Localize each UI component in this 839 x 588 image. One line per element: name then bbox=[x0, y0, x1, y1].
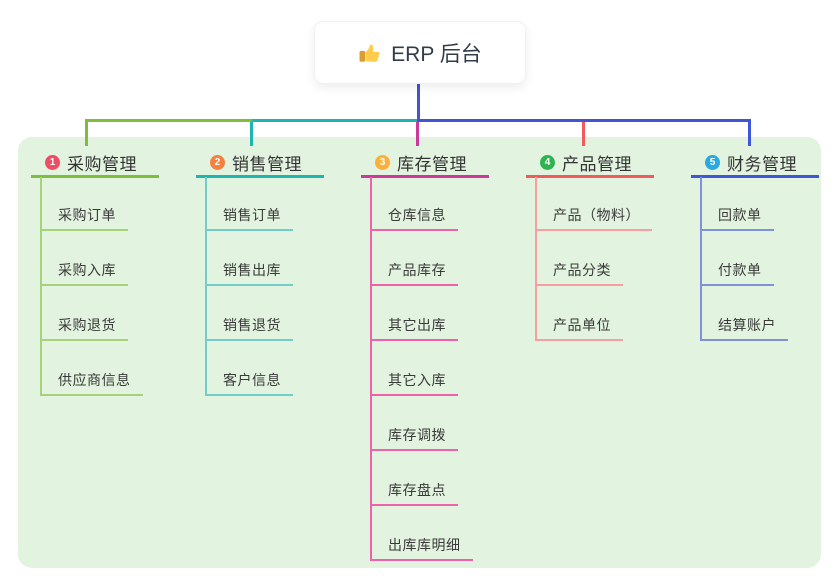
bus-line-teal bbox=[252, 119, 418, 122]
branch-node-inventory[interactable]: 3 库存管理 bbox=[361, 150, 489, 178]
branch-node-purchase[interactable]: 1 采购管理 bbox=[31, 150, 159, 178]
branch2-children-line bbox=[205, 177, 207, 396]
branch1-number-badge: 1 bbox=[45, 155, 60, 170]
thumbs-up-icon bbox=[358, 41, 381, 64]
child-node[interactable]: 结算账户 bbox=[700, 314, 788, 341]
branch3-drop-line bbox=[416, 119, 419, 146]
branch2-label: 销售管理 bbox=[232, 155, 302, 174]
child-node[interactable]: 库存调拨 bbox=[370, 424, 458, 451]
child-node[interactable]: 产品库存 bbox=[370, 259, 458, 286]
branch3-label: 库存管理 bbox=[397, 155, 467, 174]
child-node[interactable]: 出库库明细 bbox=[370, 534, 473, 561]
branch1-drop-line bbox=[85, 119, 88, 146]
branch-node-sales[interactable]: 2 销售管理 bbox=[196, 150, 324, 178]
branch5-children-line bbox=[700, 177, 702, 341]
branch4-number-badge: 4 bbox=[540, 155, 555, 170]
branch3-number-badge: 3 bbox=[375, 155, 390, 170]
root-connector-line bbox=[417, 82, 420, 119]
child-node[interactable]: 客户信息 bbox=[205, 369, 293, 396]
child-node[interactable]: 其它入库 bbox=[370, 369, 458, 396]
branch2-drop-line bbox=[250, 119, 253, 146]
branch4-label: 产品管理 bbox=[562, 155, 632, 174]
child-node[interactable]: 产品分类 bbox=[535, 259, 623, 286]
child-node[interactable]: 库存盘点 bbox=[370, 479, 458, 506]
child-node[interactable]: 销售出库 bbox=[205, 259, 293, 286]
child-node[interactable]: 付款单 bbox=[700, 259, 774, 286]
child-node[interactable]: 回款单 bbox=[700, 204, 774, 231]
branch5-label: 财务管理 bbox=[727, 155, 797, 174]
child-node[interactable]: 其它出库 bbox=[370, 314, 458, 341]
child-node[interactable]: 采购入库 bbox=[40, 259, 128, 286]
branch5-drop-line bbox=[748, 119, 751, 146]
bus-line-green bbox=[85, 119, 253, 122]
branch1-children-line bbox=[40, 177, 42, 396]
child-node[interactable]: 产品（物料） bbox=[535, 204, 652, 231]
child-node[interactable]: 供应商信息 bbox=[40, 369, 143, 396]
child-node[interactable]: 销售订单 bbox=[205, 204, 293, 231]
child-node[interactable]: 销售退货 bbox=[205, 314, 293, 341]
child-node[interactable]: 产品单位 bbox=[535, 314, 623, 341]
root-node[interactable]: ERP 后台 bbox=[314, 21, 526, 84]
branches-panel-background bbox=[18, 137, 821, 568]
child-node[interactable]: 仓库信息 bbox=[370, 204, 458, 231]
child-node[interactable]: 采购退货 bbox=[40, 314, 128, 341]
child-node[interactable]: 采购订单 bbox=[40, 204, 128, 231]
branch-node-product[interactable]: 4 产品管理 bbox=[526, 150, 654, 178]
branch-node-finance[interactable]: 5 财务管理 bbox=[691, 150, 819, 178]
branch5-number-badge: 5 bbox=[705, 155, 720, 170]
bus-line-blue bbox=[417, 119, 751, 122]
root-title: ERP 后台 bbox=[391, 42, 482, 66]
branch2-number-badge: 2 bbox=[210, 155, 225, 170]
branch3-children-line bbox=[370, 177, 372, 561]
branch4-drop-line bbox=[582, 119, 585, 146]
branch4-children-line bbox=[535, 177, 537, 341]
branch1-label: 采购管理 bbox=[67, 155, 137, 174]
